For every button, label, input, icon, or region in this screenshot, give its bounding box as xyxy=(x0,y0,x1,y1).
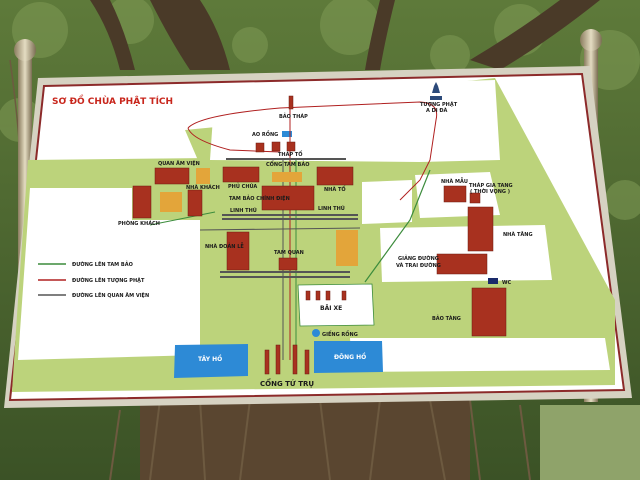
left-post-cap xyxy=(14,39,36,61)
label-bao-tang: BẢO TÀNG xyxy=(432,314,461,322)
buddha-statue-icon xyxy=(430,82,442,100)
nha-doan-le-building xyxy=(226,231,250,271)
giang-duong-building xyxy=(436,253,488,275)
label-dong-ho: ĐÔNG HỒ xyxy=(334,352,366,361)
south-road xyxy=(350,338,610,372)
label-va-trai-duong: VÀ TRAI ĐƯỜNG xyxy=(396,262,441,269)
label-thoi-vong: ( THỜI VỌNG ) xyxy=(470,188,510,195)
label-thap-gia-tang: THÁP GIA TANG xyxy=(469,182,513,189)
label-nha-tang: NHÀ TĂNG xyxy=(503,231,533,238)
label-phu-chua: PHỦ CHÚA xyxy=(228,182,257,190)
thap-gia-tang-building xyxy=(469,192,481,204)
label-bao-thap: BẢO THÁP xyxy=(279,112,308,120)
label-ao-rong: AO RỒNG xyxy=(252,129,278,138)
steps xyxy=(220,158,358,278)
left-terrace xyxy=(18,188,200,360)
bao-thap-stupa xyxy=(288,95,294,110)
label-a-di-da: A DI ĐÀ xyxy=(426,107,448,114)
wc-building xyxy=(488,278,498,284)
east-zone-lower xyxy=(380,225,552,282)
label-nha-mau: NHÀ MẪU xyxy=(441,177,468,185)
center-court xyxy=(362,180,412,224)
label-nha-khach: NHÀ KHÁCH xyxy=(186,184,220,191)
legend-item-quan-am-vien: ĐƯỜNG LÊN QUAN ÂM VIỆN xyxy=(72,291,149,299)
ground-right xyxy=(540,405,640,480)
label-quan-am-vien: QUAN ÂM VIỆN xyxy=(158,159,200,167)
label-phong-khach: PHÒNG KHÁCH xyxy=(118,220,160,227)
phu-chua-building xyxy=(222,166,260,183)
label-cong-tam-bao: CỔNG TAM BẢO xyxy=(266,160,310,168)
dong-ho-pond xyxy=(314,341,383,373)
nha-to-building xyxy=(316,166,354,186)
label-nha-doan-le: NHÀ ĐOẢN LỄ xyxy=(205,242,244,250)
tree-trunk xyxy=(140,400,470,480)
nha-mau-building xyxy=(443,185,467,203)
tree-branches xyxy=(90,0,600,70)
map-title: SƠ ĐỒ CHÙA PHẬT TÍCH xyxy=(52,94,173,107)
label-tuong-phat: TƯỢNG PHẬT xyxy=(420,101,458,108)
label-tam-bao-chinh-dien: TAM BẢO CHÍNH ĐIỆN xyxy=(229,194,290,202)
legend-item-tam-bao: ĐƯỜNG LÊN TAM BẢO xyxy=(72,260,133,268)
label-cong-tu-tru: CỔNG TỨ TRỤ xyxy=(260,378,314,388)
label-wc: WC xyxy=(502,280,512,286)
tam-quan-gate xyxy=(278,257,298,271)
label-linh-thu-left: LINH THÚ xyxy=(230,207,257,214)
north-plaza xyxy=(210,80,500,162)
tam-bao-building xyxy=(261,185,315,211)
label-gieng-rong: GIẾNG RỒNG xyxy=(322,329,358,338)
gieng-rong-well xyxy=(312,329,320,337)
gold-buildings xyxy=(160,168,358,266)
quan-am-vien-building xyxy=(154,167,190,185)
buildings xyxy=(132,95,507,375)
right-post-cap xyxy=(580,29,602,51)
label-tay-ho: TÂY HỒ xyxy=(198,354,222,363)
nha-tang-building xyxy=(467,206,494,252)
map-legend: ĐƯỜNG LÊN TAM BẢO ĐƯỜNG LÊN TƯỢNG PHẬT Đ… xyxy=(38,260,149,299)
label-giang-duong: GIẢNG ĐƯỜNG xyxy=(398,254,439,262)
label-tam-quan: TAM QUAN xyxy=(274,250,304,256)
ao-rong-pond xyxy=(282,131,292,137)
tay-ho-pond xyxy=(174,344,248,378)
legend-item-tuong-phat: ĐƯỜNG LÊN TƯỢNG PHẬT xyxy=(72,276,145,284)
label-bai-xe: BÃI XE xyxy=(320,305,342,312)
bao-tang-building xyxy=(471,287,507,337)
phong-khach-building xyxy=(132,185,152,219)
nha-khach-building xyxy=(187,189,203,217)
label-nha-to: NHÀ TỔ xyxy=(324,185,346,193)
label-linh-thu-right: LINH THÚ xyxy=(318,205,345,212)
label-thap-to: THÁP TỔ xyxy=(278,150,303,158)
